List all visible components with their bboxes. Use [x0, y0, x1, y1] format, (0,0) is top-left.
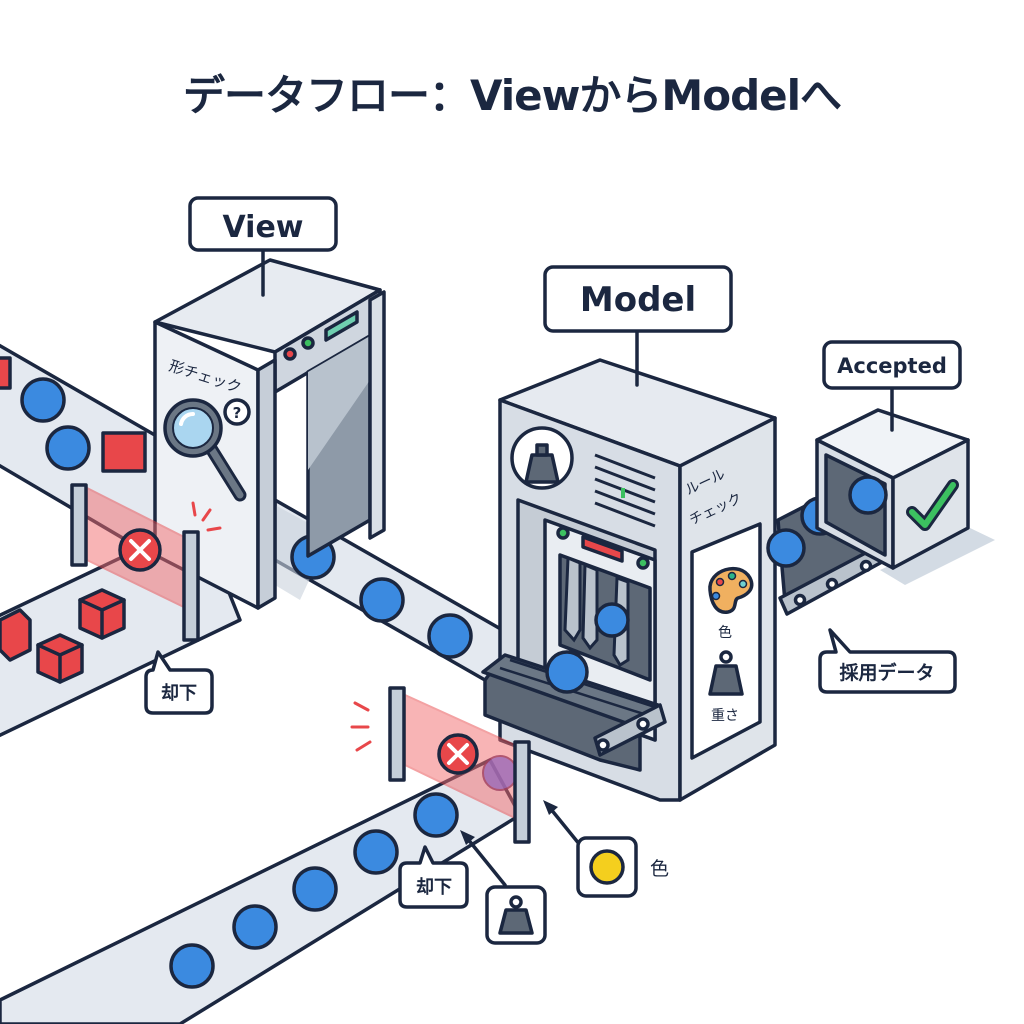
page-title: データフロー：ViewからModelへ: [182, 71, 842, 120]
red-cube-item: [0, 608, 32, 662]
reason-arrows: [460, 800, 582, 887]
blue-circle-item: [45, 425, 91, 471]
color-reason-box: 色: [576, 836, 669, 898]
red-square-item: [101, 431, 147, 473]
view-gate: ? 形チェック: [153, 246, 386, 610]
shape-reject-text: 却下: [161, 683, 197, 704]
check-icon: [906, 479, 959, 531]
status-light-green: [301, 336, 315, 350]
blue-circle-item: [359, 577, 405, 623]
blue-circle-item: [353, 829, 399, 875]
magnifier-icon: [163, 398, 247, 502]
shape-reject-gate: [70, 483, 222, 642]
model-label: Model: [580, 280, 696, 320]
alert-lines-icon: [350, 701, 372, 752]
red-cube-item: [78, 588, 126, 640]
blue-circle-item: [427, 613, 473, 659]
gate-post: [513, 740, 531, 844]
blue-circle-item: [292, 866, 338, 912]
blue-circle-item: [20, 377, 66, 423]
rule-rejected-items: [169, 792, 459, 989]
weight-icon: [498, 895, 534, 935]
weight-icon: [708, 650, 744, 696]
shape-reject-callout: 却下: [144, 650, 214, 715]
rule-reject-gate: [350, 686, 531, 844]
accepted-label-box: Accepted: [822, 340, 962, 390]
rule-rejected-belt: [0, 758, 522, 1024]
rejected-cubes: [0, 588, 126, 684]
view-label: View: [222, 210, 303, 245]
model-label-box: Model: [543, 265, 733, 333]
status-light-red: [283, 347, 297, 361]
question-mark-icon: [223, 398, 251, 426]
accepted-box: [815, 386, 995, 585]
view-label-box: View: [188, 196, 338, 252]
yellow-circle-icon: [589, 849, 625, 885]
weight-criterion-label: 重さ: [711, 708, 739, 724]
model-machine: 色 重さ ルール チェック: [481, 330, 777, 802]
blue-circle-item: [766, 528, 806, 568]
passing-data-items: [290, 534, 473, 659]
red-cube-item: [36, 633, 84, 684]
weight-emblem-icon: [510, 426, 574, 490]
accepted-data-text: 採用データ: [839, 661, 934, 684]
blue-circle-item: [545, 650, 589, 694]
display-panel: [324, 310, 359, 342]
blue-circle-item: [169, 943, 215, 989]
rule-reject-callout: 却下: [398, 845, 469, 909]
color-reason-label: 色: [650, 858, 669, 880]
blue-circle-item: [232, 904, 278, 950]
incoming-data-items: [0, 356, 147, 473]
reject-x-icon: [118, 528, 162, 572]
accepted-label: Accepted: [837, 354, 947, 378]
gate-post: [70, 483, 88, 567]
accepted-data-callout: 採用データ: [818, 628, 957, 694]
alert-lines-icon: [191, 501, 222, 532]
weight-reason-box: [485, 885, 547, 945]
reject-x-icon: [437, 733, 479, 775]
question-mark-text: ?: [233, 404, 242, 422]
red-square-item: [0, 356, 12, 390]
color-criterion-label: 色: [718, 624, 732, 641]
gate-post: [182, 530, 200, 642]
vent-lines: [594, 453, 656, 528]
blue-circle-item: [413, 792, 459, 838]
rule-reject-text: 却下: [416, 877, 452, 898]
palette-icon: [708, 566, 754, 614]
gate-post: [388, 686, 406, 782]
